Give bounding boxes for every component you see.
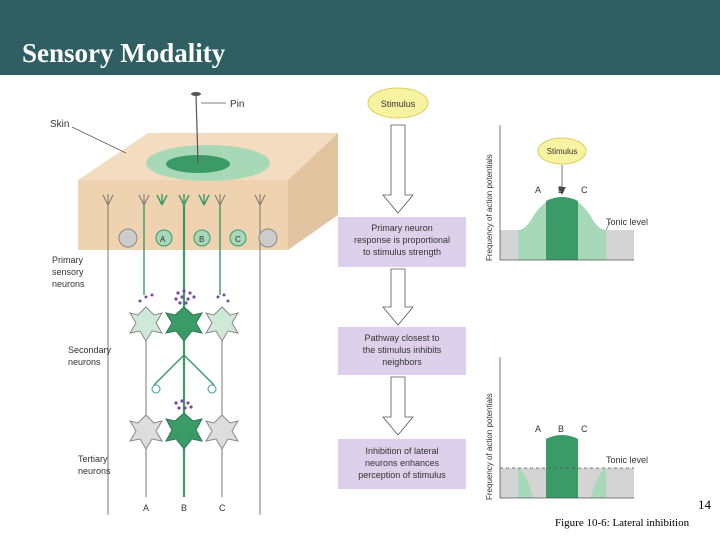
svg-text:neurons: neurons (78, 466, 111, 476)
svg-text:neurons: neurons (68, 357, 101, 367)
graph-top-letter-b: B (558, 185, 564, 195)
svg-text:Pathway closest to: Pathway closest to (364, 333, 439, 343)
graph-bottom-letter-b: B (558, 424, 564, 434)
svg-text:neighbors: neighbors (382, 357, 422, 367)
svg-text:neurons enhances: neurons enhances (365, 458, 440, 468)
svg-text:perception of stimulus: perception of stimulus (358, 470, 446, 480)
slide-title: Sensory Modality (22, 38, 226, 68)
graph-primary-response: Frequency of action potentials Stimulus … (485, 125, 648, 261)
graph-top-stimulus: Stimulus (547, 147, 578, 156)
neuron-letter-b: B (199, 235, 204, 244)
secondary-neurons-label: Secondary neurons (68, 345, 112, 367)
slide-header: Sensory Modality (0, 0, 720, 75)
graph-bottom-letter-c: C (581, 424, 588, 434)
graph-bottom-ylabel: Frequency of action potentials (485, 393, 494, 500)
svg-text:to stimulus strength: to stimulus strength (363, 247, 441, 257)
svg-text:sensory: sensory (52, 267, 84, 277)
bottom-letter-c: C (219, 503, 226, 513)
neuron-letter-a: A (160, 235, 166, 244)
svg-text:the stimulus inhibits: the stimulus inhibits (363, 345, 442, 355)
svg-text:neurons: neurons (52, 279, 85, 289)
primary-neurons-label: Primary sensory neurons (52, 255, 85, 289)
lateral-inhibition-figure: Pin Skin (50, 87, 648, 515)
flowchart: Stimulus Primary neuron response is prop… (338, 87, 466, 489)
graph-top-tonic-level: Tonic level (606, 217, 648, 227)
svg-text:response is proportional: response is proportional (354, 235, 450, 245)
svg-text:Primary neuron: Primary neuron (371, 223, 433, 233)
graph-top-letter-a: A (535, 185, 541, 195)
slide-number: 14 (698, 497, 711, 512)
graph-top-ylabel: Frequency of action potentials (485, 154, 494, 261)
neuron-pathways (102, 194, 278, 515)
stimulus-label: Stimulus (381, 99, 416, 109)
svg-text:Tertiary: Tertiary (78, 454, 108, 464)
graph-top-letter-c: C (581, 185, 588, 195)
pin-icon (191, 92, 226, 164)
graph-bottom-tonic-level: Tonic level (606, 455, 648, 465)
graph-lateral-inhibition: Frequency of action potentials A B C Ton… (485, 357, 648, 500)
bottom-letter-a: A (143, 503, 149, 513)
bottom-letter-b: B (181, 503, 187, 513)
skin-label: Skin (50, 119, 69, 130)
svg-text:Primary: Primary (52, 255, 83, 265)
figure-caption: Figure 10-6: Lateral inhibition (555, 517, 690, 529)
neuron-letter-c: C (235, 235, 241, 244)
pin-label: Pin (230, 99, 244, 110)
svg-text:Inhibition of lateral: Inhibition of lateral (365, 446, 438, 456)
graph-bottom-letter-a: A (535, 424, 541, 434)
svg-text:Secondary: Secondary (68, 345, 112, 355)
tertiary-neurons-label: Tertiary neurons (78, 454, 111, 476)
